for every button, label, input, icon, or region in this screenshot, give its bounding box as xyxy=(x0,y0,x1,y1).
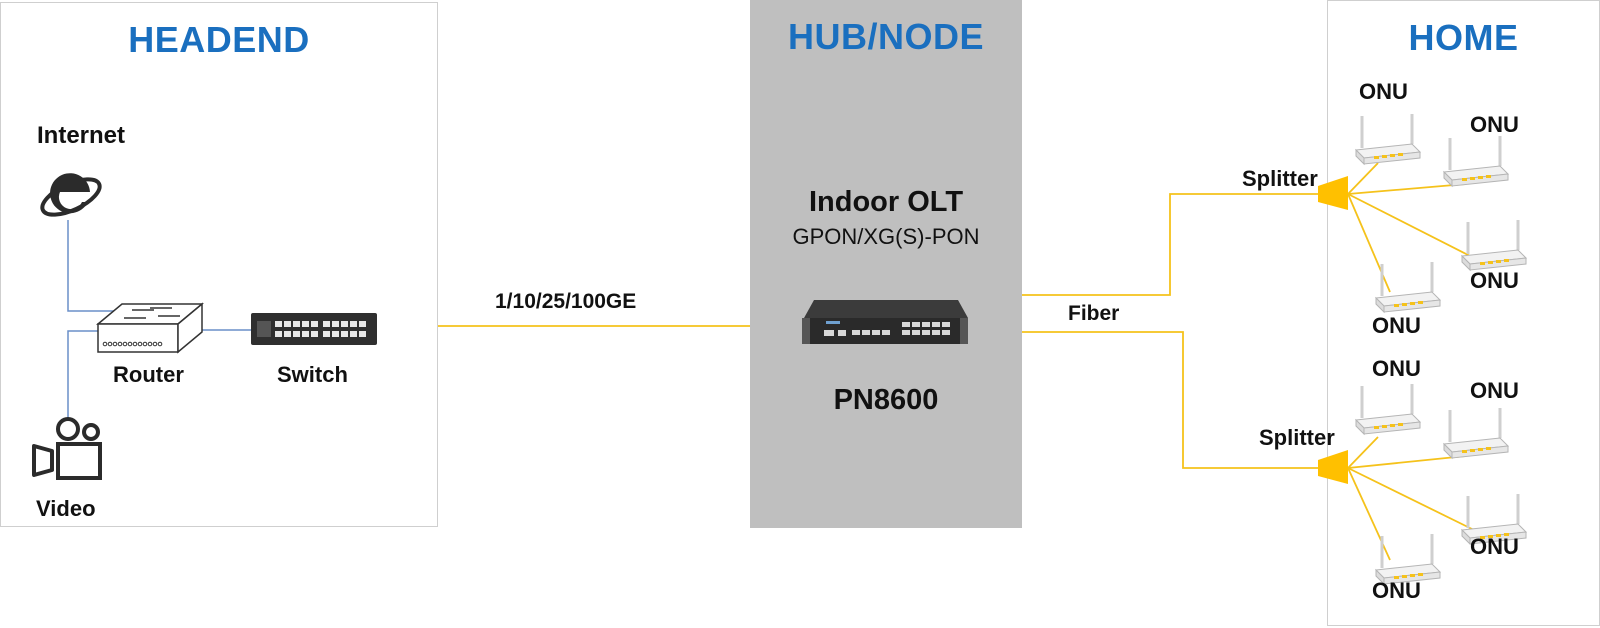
router-label: Router xyxy=(113,362,184,387)
olt-to-splitter-top-line xyxy=(1022,193,1318,296)
splitter-top-label: Splitter xyxy=(1242,166,1318,191)
internet-explorer-icon xyxy=(40,173,102,217)
onu-router-icon xyxy=(1460,220,1528,272)
switch-icon xyxy=(251,313,377,345)
olt-device-icon xyxy=(802,300,968,344)
onu-label: ONU xyxy=(1372,356,1421,381)
fiber-label: Fiber xyxy=(1068,302,1120,325)
internet-label: Internet xyxy=(37,122,126,149)
onu-router-icon xyxy=(1442,408,1510,460)
onu-label: ONU xyxy=(1372,578,1421,603)
olt-title: Indoor OLT xyxy=(808,186,964,218)
switch-label: Switch xyxy=(277,362,348,387)
headend-title: HEADEND xyxy=(128,19,310,60)
onu-router-icon xyxy=(1354,384,1422,436)
hub-node-title: HUB/NODE xyxy=(787,16,984,57)
onu-router-icon xyxy=(1374,534,1442,586)
video-label: Video xyxy=(36,496,96,521)
onu-router-icon xyxy=(1460,494,1528,546)
onu-label: ONU xyxy=(1470,534,1519,559)
onu-router-icon xyxy=(1442,136,1510,188)
uplink-speed-label: 1/10/25/100GE xyxy=(495,290,637,313)
router-icon xyxy=(96,302,204,354)
olt-model-label: PN8600 xyxy=(833,384,939,416)
hub-node-panel: HUB/NODE Indoor OLT GPON/XG(S)-PON PN860… xyxy=(750,0,1022,528)
splitter-bottom-label: Splitter xyxy=(1259,425,1335,450)
home-title: HOME xyxy=(1408,17,1519,58)
onu-label: ONU xyxy=(1372,313,1421,338)
onu-label: ONU xyxy=(1359,79,1408,104)
onu-label: ONU xyxy=(1470,112,1519,137)
onu-label: ONU xyxy=(1470,378,1519,403)
onu-router-icon xyxy=(1374,262,1442,314)
onu-router-icon xyxy=(1354,114,1422,166)
video-camera-icon xyxy=(32,417,102,480)
onu-label: ONU xyxy=(1470,268,1519,293)
olt-subtitle: GPON/XG(S)-PON xyxy=(792,224,980,249)
